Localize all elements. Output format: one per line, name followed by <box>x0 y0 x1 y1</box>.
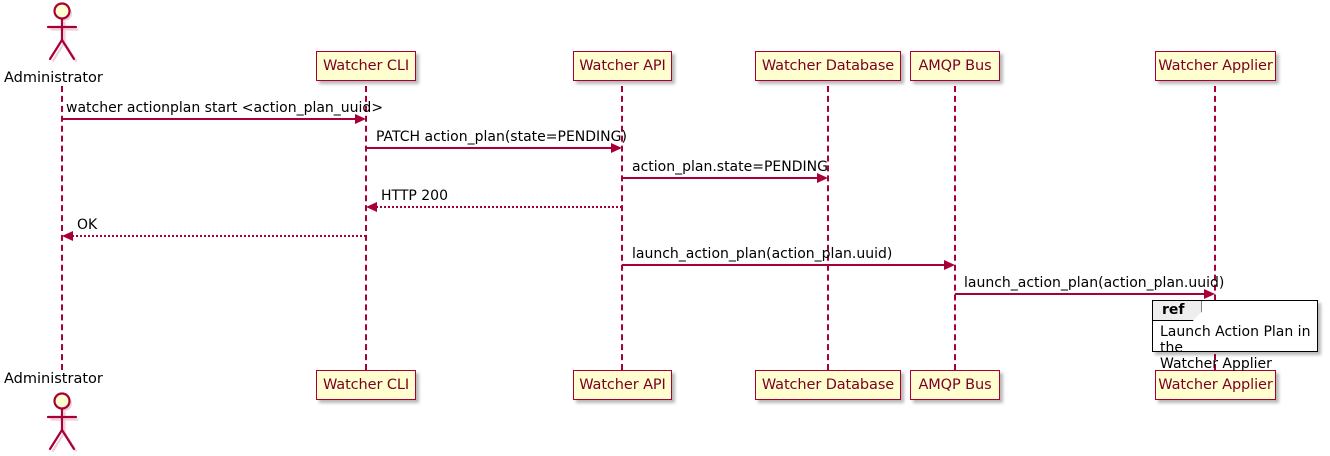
participant-box-amqp-bus-bottom[interactable]: AMQP Bus <box>910 370 1000 400</box>
participant-label-administrator-top: Administrator <box>4 70 103 86</box>
message-label-3: action_plan.state=PENDING <box>632 159 828 175</box>
message-label-1: watcher actionplan start <action_plan_uu… <box>66 100 384 116</box>
message-arrowhead-5 <box>62 231 73 241</box>
lifeline-watcher-database <box>827 86 829 370</box>
participant-label-watcher-api-top: Watcher API <box>579 57 666 74</box>
participant-label-watcher-cli-bottom: Watcher CLI <box>322 376 409 393</box>
lifeline-watcher-applier <box>1214 86 1216 370</box>
participant-box-watcher-cli-bottom[interactable]: Watcher CLI <box>316 370 416 400</box>
lifeline-administrator <box>61 86 63 370</box>
participant-box-watcher-applier-top[interactable]: Watcher Applier <box>1155 51 1276 81</box>
participant-box-watcher-api-bottom[interactable]: Watcher API <box>573 370 672 400</box>
message-arrowhead-1 <box>355 114 366 124</box>
message-label-4: HTTP 200 <box>381 188 448 204</box>
message-arrowhead-7 <box>1204 289 1215 299</box>
participant-label-watcher-database-bottom: Watcher Database <box>761 376 895 393</box>
message-label-5: OK <box>77 217 98 233</box>
message-arrowhead-4 <box>366 202 377 212</box>
lifeline-watcher-api <box>621 86 623 370</box>
actor-figure-administrator-top <box>38 2 86 68</box>
message-label-2: PATCH action_plan(state=PENDING) <box>376 129 627 145</box>
participant-label-watcher-api-bottom: Watcher API <box>579 376 666 393</box>
actor-figure-administrator-bottom <box>38 392 86 456</box>
message-line-7 <box>955 293 1205 295</box>
participant-label-amqp-bus-top: AMQP Bus <box>918 57 992 74</box>
message-arrowhead-3 <box>817 173 828 183</box>
message-line-3 <box>622 177 818 179</box>
participant-label-watcher-cli-top: Watcher CLI <box>322 57 409 74</box>
ref-fragment-body-line-1: Launch Action Plan in the <box>1160 324 1311 356</box>
participant-label-amqp-bus-bottom: AMQP Bus <box>918 376 992 393</box>
participant-label-watcher-database-top: Watcher Database <box>761 57 895 74</box>
message-label-7: launch_action_plan(action_plan.uuid) <box>964 275 1225 291</box>
message-line-5 <box>72 235 366 237</box>
participant-box-watcher-database-bottom[interactable]: Watcher Database <box>755 370 901 400</box>
message-arrowhead-6 <box>944 260 955 270</box>
message-line-4 <box>376 206 622 208</box>
lifeline-amqp-bus <box>954 86 956 370</box>
participant-box-amqp-bus-top[interactable]: AMQP Bus <box>910 51 1000 81</box>
message-line-1 <box>62 118 356 120</box>
ref-fragment-tab-label: ref <box>1153 301 1202 321</box>
participant-box-watcher-api-top[interactable]: Watcher API <box>573 51 672 81</box>
ref-fragment-body-line-2: Watcher Applier <box>1160 356 1272 372</box>
participant-label-administrator-bottom: Administrator <box>4 371 103 387</box>
message-label-6: launch_action_plan(action_plan.uuid) <box>632 246 893 262</box>
participant-box-watcher-database-top[interactable]: Watcher Database <box>755 51 901 81</box>
message-arrowhead-2 <box>611 143 622 153</box>
message-line-2 <box>366 147 612 149</box>
participant-label-watcher-applier-top: Watcher Applier <box>1158 57 1273 74</box>
participant-label-watcher-applier-bottom: Watcher Applier <box>1158 376 1273 393</box>
participant-box-watcher-cli-top[interactable]: Watcher CLI <box>316 51 416 81</box>
lifeline-watcher-cli <box>365 86 367 370</box>
participant-box-watcher-applier-bottom[interactable]: Watcher Applier <box>1155 370 1276 400</box>
message-line-6 <box>622 264 945 266</box>
